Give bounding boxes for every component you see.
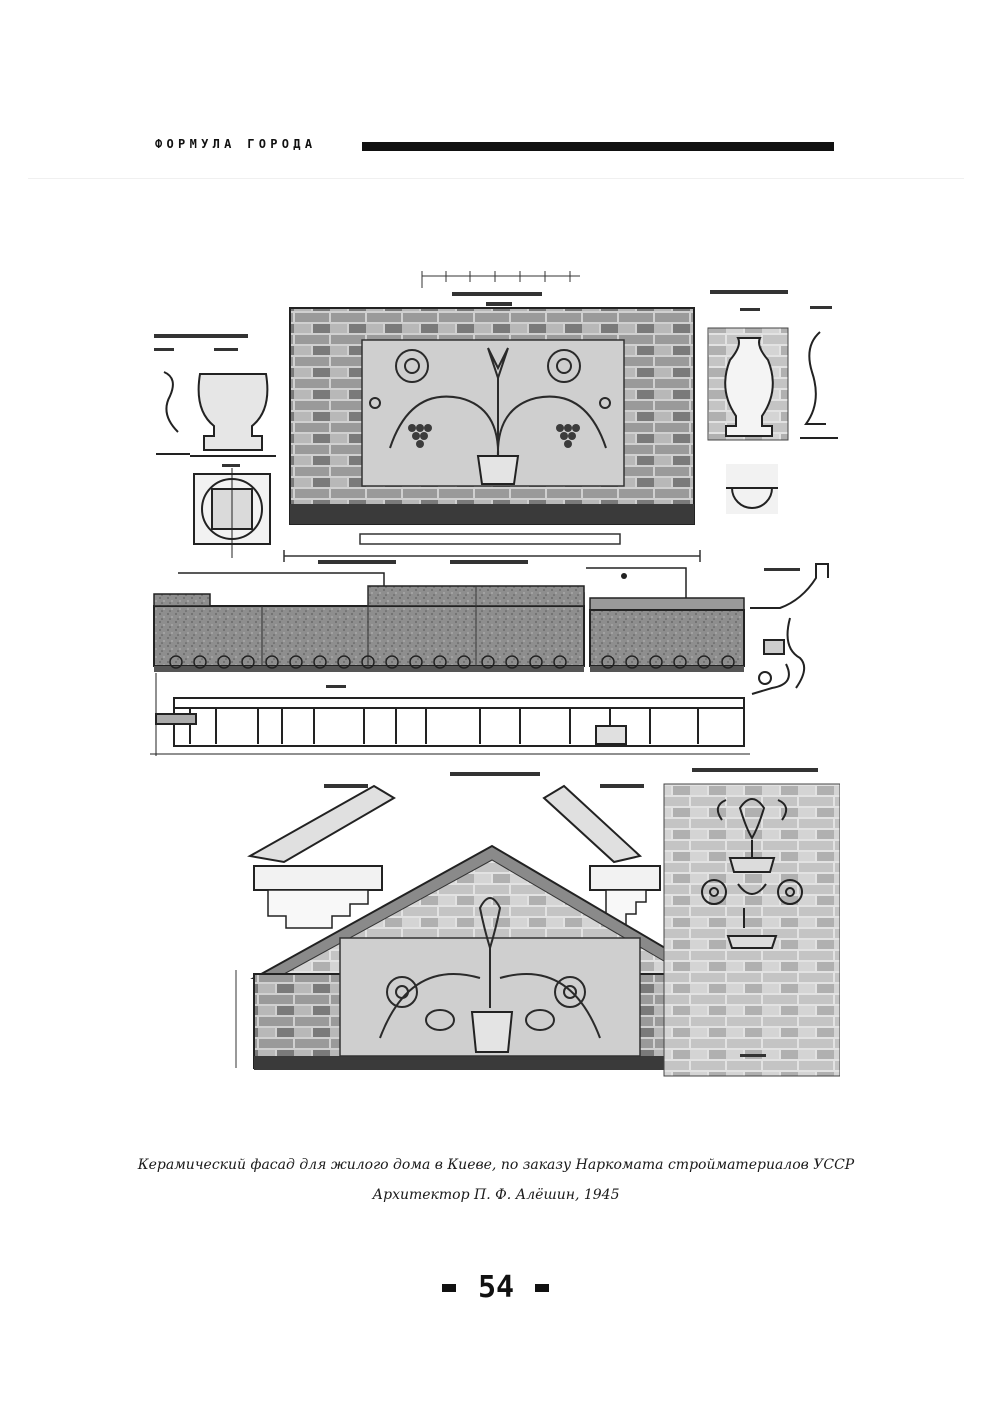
page-number-bar-right [535,1284,549,1292]
figure-caption-line-1: Керамический фасад для жилого дома в Кие… [137,1157,855,1173]
label-strip [324,784,368,788]
label-strip [486,302,512,306]
architectural-drawing-plate [150,268,840,1080]
top-panel-elevation [289,307,695,525]
top-dimension-ticks [421,271,580,288]
page-number-block: 54 [0,1272,992,1308]
label-strip [450,560,528,564]
label-strip [692,768,818,772]
panel-base-dimension [283,533,701,562]
label-strip [318,560,396,564]
page-divider [28,178,964,179]
figure-caption-line-2: Архитектор П. Ф. Алёшин, 1945 [372,1187,620,1203]
bowl-vase-drawing [154,334,276,558]
page-number-bar-left [442,1284,456,1292]
header-rule [362,142,834,151]
label-strip [452,292,542,296]
label-strip [450,772,540,776]
pediment-elevation [235,784,720,1070]
running-header: ФОРМУЛА ГОРОДА [155,136,835,156]
label-strip [600,784,644,788]
page-number: 54 [477,1270,515,1305]
ornament-fragment [663,783,840,1077]
planter-rosette-band [169,655,735,669]
header-title: ФОРМУЛА ГОРОДА [155,137,317,151]
planter-plan [150,673,750,756]
planter-section-profile [750,563,829,695]
tall-vase-drawing [707,290,838,514]
